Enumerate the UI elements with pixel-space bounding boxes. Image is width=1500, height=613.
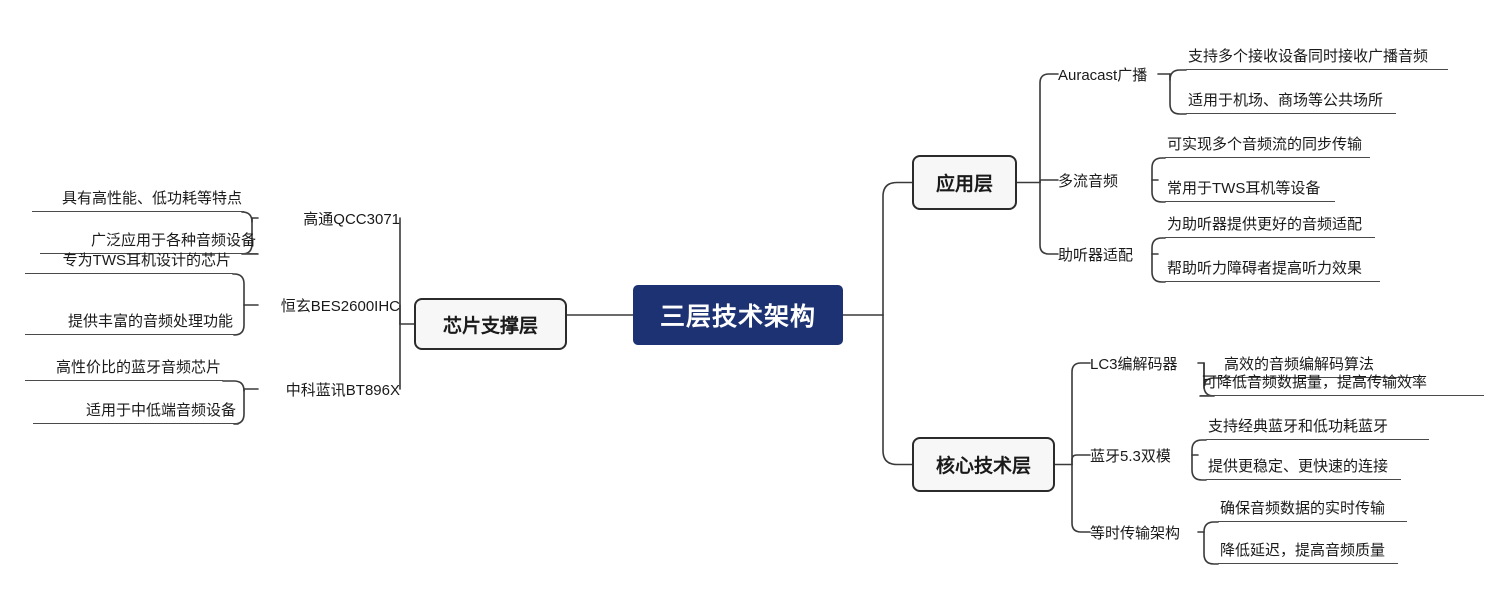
leaf-node[interactable]: 高效的音频编解码算法	[1222, 352, 1414, 378]
leaf-node[interactable]: 可实现多个音频流的同步传输	[1165, 132, 1370, 158]
leaf-node[interactable]: 降低延迟，提高音频质量	[1218, 538, 1398, 564]
branch-node-core-technology-layer[interactable]: 核心技术层	[912, 437, 1055, 492]
leaf-node[interactable]: 支持多个接收设备同时接收广播音频	[1186, 44, 1448, 70]
leaf-node[interactable]: 提供丰富的音频处理功能	[25, 309, 235, 335]
topic-node-hearing-aid-adaptation[interactable]: 助听器适配	[1058, 246, 1134, 264]
topic-node-auracast-broadcast[interactable]: Auracast广播	[1058, 66, 1148, 84]
leaf-node[interactable]: 适用于中低端音频设备	[33, 398, 238, 424]
leaf-node[interactable]: 高性价比的蓝牙音频芯片	[25, 355, 223, 381]
topic-node-lc3-codec[interactable]: LC3编解码器	[1090, 355, 1178, 373]
leaf-node[interactable]: 广泛应用于各种音频设备	[40, 228, 258, 254]
leaf-node[interactable]: 提供更稳定、更快速的连接	[1206, 454, 1401, 480]
leaf-node[interactable]: 确保音频数据的实时传输	[1218, 496, 1407, 522]
leaf-node[interactable]: 常用于TWS耳机等设备	[1165, 176, 1335, 202]
branch-node-chip-support-layer[interactable]: 芯片支撑层	[414, 298, 567, 350]
topic-node-isochronous-transport[interactable]: 等时传输架构	[1090, 524, 1181, 542]
topic-node-bluetrum-bt896x[interactable]: 中科蓝讯BT896X	[285, 381, 400, 399]
leaf-node[interactable]: 专为TWS耳机设计的芯片	[25, 248, 233, 274]
leaf-node[interactable]: 可降低音频数据量，提高传输效率	[1200, 370, 1484, 396]
topic-node-bestechnic-bes2600ihc[interactable]: 恒玄BES2600IHC	[280, 297, 400, 315]
leaf-node[interactable]: 支持经典蓝牙和低功耗蓝牙	[1206, 414, 1429, 440]
branch-node-application-layer[interactable]: 应用层	[912, 155, 1017, 210]
leaf-node[interactable]: 帮助听力障碍者提高听力效果	[1165, 256, 1380, 282]
topic-node-multi-stream-audio[interactable]: 多流音频	[1058, 172, 1119, 190]
topic-node-qualcomm-qcc3071[interactable]: 高通QCC3071	[303, 210, 400, 228]
leaf-node[interactable]: 为助听器提供更好的音频适配	[1165, 212, 1375, 238]
leaf-node[interactable]: 具有高性能、低功耗等特点	[32, 186, 244, 212]
leaf-node[interactable]: 适用于机场、商场等公共场所	[1186, 88, 1396, 114]
root-node[interactable]: 三层技术架构	[633, 285, 843, 345]
topic-node-bluetooth-53-dual-mode[interactable]: 蓝牙5.3双模	[1090, 447, 1171, 465]
